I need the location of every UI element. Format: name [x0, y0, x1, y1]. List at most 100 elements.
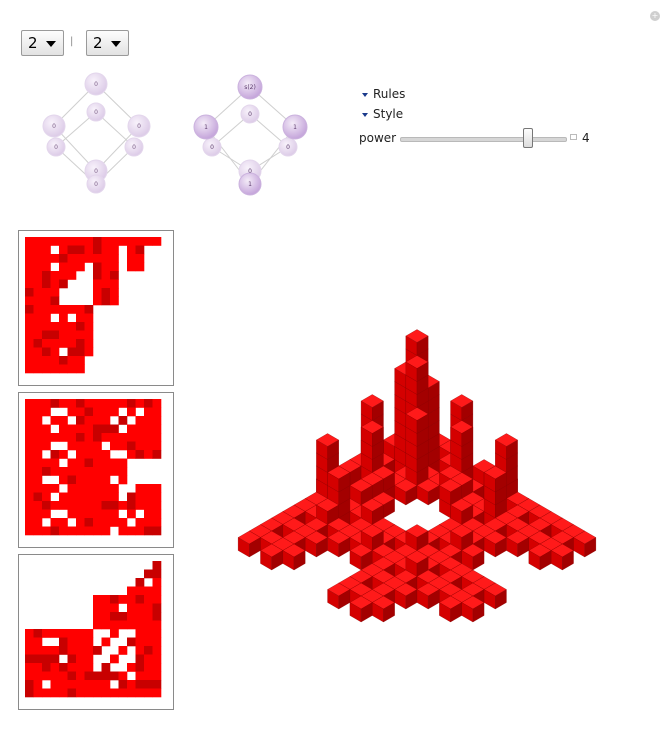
pattern-cell — [144, 646, 153, 655]
pattern-cell — [76, 254, 85, 263]
pattern-cell — [110, 399, 119, 408]
pattern-cell — [76, 646, 85, 655]
pattern-cell — [110, 441, 119, 451]
pattern-cell — [76, 433, 85, 442]
pattern-cell — [144, 399, 153, 408]
pattern-cell — [59, 680, 68, 689]
pattern-cell — [84, 501, 94, 510]
pattern-cell — [135, 629, 145, 638]
pattern-cell — [67, 305, 77, 314]
pattern-cell — [101, 637, 111, 647]
node-left: 1 — [204, 124, 208, 131]
pattern-cell — [118, 526, 128, 536]
pattern-cell — [67, 484, 77, 493]
pattern-cell — [127, 663, 136, 672]
dropdown-2-value: 2 — [93, 34, 103, 52]
pattern-cell — [152, 569, 162, 579]
plus-circle-icon[interactable]: + — [650, 11, 660, 21]
pattern-cell — [127, 245, 136, 255]
pattern-cell — [135, 450, 145, 459]
pattern-cell — [144, 237, 153, 246]
dimension-dropdown-2[interactable]: 2 — [86, 30, 129, 56]
pattern-cell — [127, 399, 136, 408]
pattern-cell — [25, 458, 34, 468]
pattern-cell — [50, 356, 60, 365]
pattern-cell — [76, 526, 85, 536]
pattern-cell — [101, 688, 111, 698]
pattern-cell — [67, 364, 77, 374]
power-slider[interactable] — [400, 137, 567, 142]
pattern-cell — [144, 407, 153, 417]
style-toggle[interactable]: Style — [373, 107, 404, 121]
pattern-cell — [118, 237, 128, 246]
pattern-cell — [50, 629, 60, 638]
rules-opener-icon[interactable] — [362, 93, 368, 97]
pattern-cell — [76, 330, 85, 340]
pattern-cell — [127, 501, 136, 510]
pattern-cell — [25, 637, 34, 647]
pattern-cell — [101, 416, 111, 425]
pattern-cell — [152, 578, 162, 587]
pattern-cell — [93, 399, 102, 408]
pattern-cell — [42, 399, 51, 408]
pattern-cell — [127, 526, 136, 536]
cube — [371, 595, 395, 623]
pattern-cell — [25, 467, 34, 476]
pattern-cell — [59, 629, 68, 638]
pattern-cell — [135, 245, 145, 255]
pattern-cell — [25, 484, 34, 493]
cube — [327, 582, 351, 610]
cube — [550, 543, 574, 571]
pattern-cell — [135, 484, 145, 493]
pattern-cell — [93, 424, 102, 434]
pattern-cell — [110, 271, 119, 280]
pattern-cell — [152, 561, 162, 570]
pattern-cell — [50, 296, 60, 306]
pattern-cell — [144, 569, 153, 579]
power-slider-thumb[interactable] — [523, 128, 533, 148]
pattern-cell — [33, 492, 43, 502]
pattern-cell — [76, 399, 85, 408]
pattern-cell — [152, 237, 162, 246]
pattern-cell — [152, 654, 162, 664]
slider-expand-icon[interactable] — [570, 134, 577, 140]
pattern-cell — [84, 245, 94, 255]
pattern-cell — [84, 646, 94, 655]
pattern-cell — [67, 407, 77, 417]
pattern-cell — [93, 620, 102, 630]
pattern-cell — [101, 279, 111, 289]
pattern-cell — [144, 433, 153, 442]
pattern-cell — [67, 356, 77, 365]
pattern-cell — [42, 458, 51, 468]
pattern-cell — [67, 245, 77, 255]
pattern-cell — [76, 654, 85, 664]
pattern-cell — [76, 475, 85, 485]
node-bottom: 1 — [248, 181, 252, 188]
pattern-cell — [76, 305, 85, 314]
node-left: 0 — [52, 123, 56, 130]
pattern-cell — [33, 288, 43, 297]
pattern-cell — [50, 364, 60, 374]
pattern-cell — [67, 509, 77, 519]
power-label: power — [359, 131, 397, 145]
pattern-cell — [118, 680, 128, 689]
cube-fractal-3d[interactable] — [195, 230, 664, 720]
pattern-cell — [42, 424, 51, 434]
pattern-cell — [25, 501, 34, 510]
pattern-cell — [135, 526, 145, 536]
pattern-cell — [93, 501, 102, 510]
pattern-cell — [127, 254, 136, 263]
pattern-cell — [42, 671, 51, 681]
pattern-cell — [84, 399, 94, 408]
pattern-cell — [67, 526, 77, 536]
pattern-cell — [42, 501, 51, 510]
dimension-dropdown-1[interactable]: 2 — [21, 30, 64, 56]
pattern-cell — [110, 509, 119, 519]
pattern-cell — [135, 620, 145, 630]
cube — [394, 478, 418, 506]
cube — [494, 433, 518, 460]
pattern-cell — [33, 330, 43, 340]
rules-toggle[interactable]: Rules — [373, 87, 406, 101]
style-opener-icon[interactable] — [362, 113, 368, 117]
pattern-cell — [33, 271, 43, 280]
